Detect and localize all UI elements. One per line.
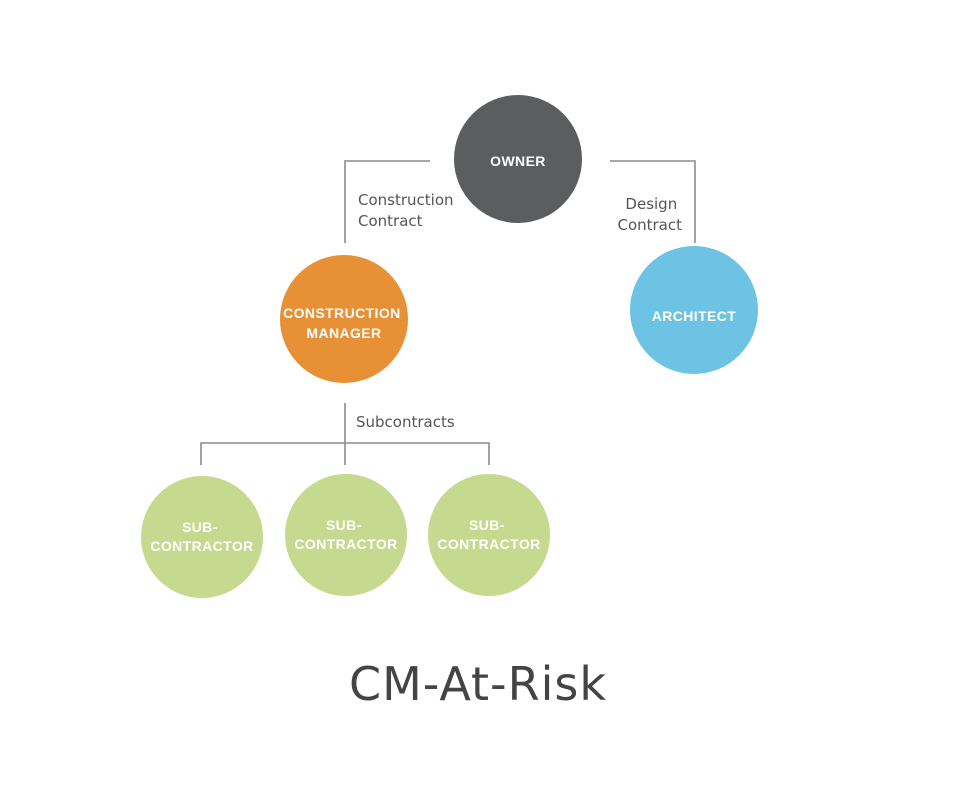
- design-contract-label-line-2: Contract: [617, 216, 682, 234]
- subcontracts-label: Subcontracts: [356, 413, 455, 431]
- design-contract-label-line-1: Design: [625, 195, 677, 213]
- subcontractor-label-3: SUB- CONTRACTOR: [437, 517, 540, 552]
- architect-node: ARCHITECT: [630, 246, 758, 374]
- subcontractor-node-3: SUB- CONTRACTOR: [428, 474, 550, 596]
- architect-circle: [630, 246, 758, 374]
- architect-label: ARCHITECT: [652, 308, 737, 324]
- construction-manager-node: CONSTRUCTION MANAGER: [280, 255, 408, 383]
- construction-manager-label-line-2: MANAGER: [306, 325, 381, 341]
- design-contract-label: Design Contract: [617, 195, 682, 234]
- owner-label-line-1: OWNER: [490, 153, 546, 169]
- owner-node: OWNER: [454, 95, 582, 223]
- architect-label-line-1: ARCHITECT: [652, 308, 737, 324]
- cm-to-subcontractors-connector: [200, 403, 490, 465]
- construction-manager-circle: [280, 255, 408, 383]
- construction-manager-label: CONSTRUCTION MANAGER: [283, 305, 405, 341]
- subcontractor-circle-2: [285, 474, 407, 596]
- subcontractor-1-label-line-1: SUB-: [182, 519, 218, 535]
- subcontractor-3-label-line-1: SUB-: [469, 517, 505, 533]
- owner-label: OWNER: [490, 153, 546, 169]
- construction-contract-label-line-1: Construction: [358, 191, 454, 209]
- subcontractor-1-label-line-2: CONTRACTOR: [150, 538, 253, 554]
- subcontractor-circle-1: [141, 476, 263, 598]
- construction-contract-label-line-2: Contract: [358, 212, 423, 230]
- subcontractor-2-label-line-1: SUB-: [326, 517, 362, 533]
- construction-manager-label-line-1: CONSTRUCTION: [283, 305, 401, 321]
- subcontractor-label-1: SUB- CONTRACTOR: [150, 519, 253, 554]
- owner-to-cm-connector: [344, 160, 430, 243]
- subcontracts-label-line-1: Subcontracts: [356, 413, 455, 431]
- subcontractor-circle-3: [428, 474, 550, 596]
- subcontractor-node-1: SUB- CONTRACTOR: [141, 476, 263, 598]
- subcontractor-label-2: SUB- CONTRACTOR: [294, 517, 397, 552]
- construction-contract-label: Construction Contract: [358, 191, 458, 230]
- owner-circle: [454, 95, 582, 223]
- subcontractor-node-2: SUB- CONTRACTOR: [285, 474, 407, 596]
- subcontractor-2-label-line-2: CONTRACTOR: [294, 536, 397, 552]
- diagram-title: CM-At-Risk: [349, 657, 607, 711]
- owner-to-architect-connector: [610, 160, 696, 243]
- subcontractor-3-label-line-2: CONTRACTOR: [437, 536, 540, 552]
